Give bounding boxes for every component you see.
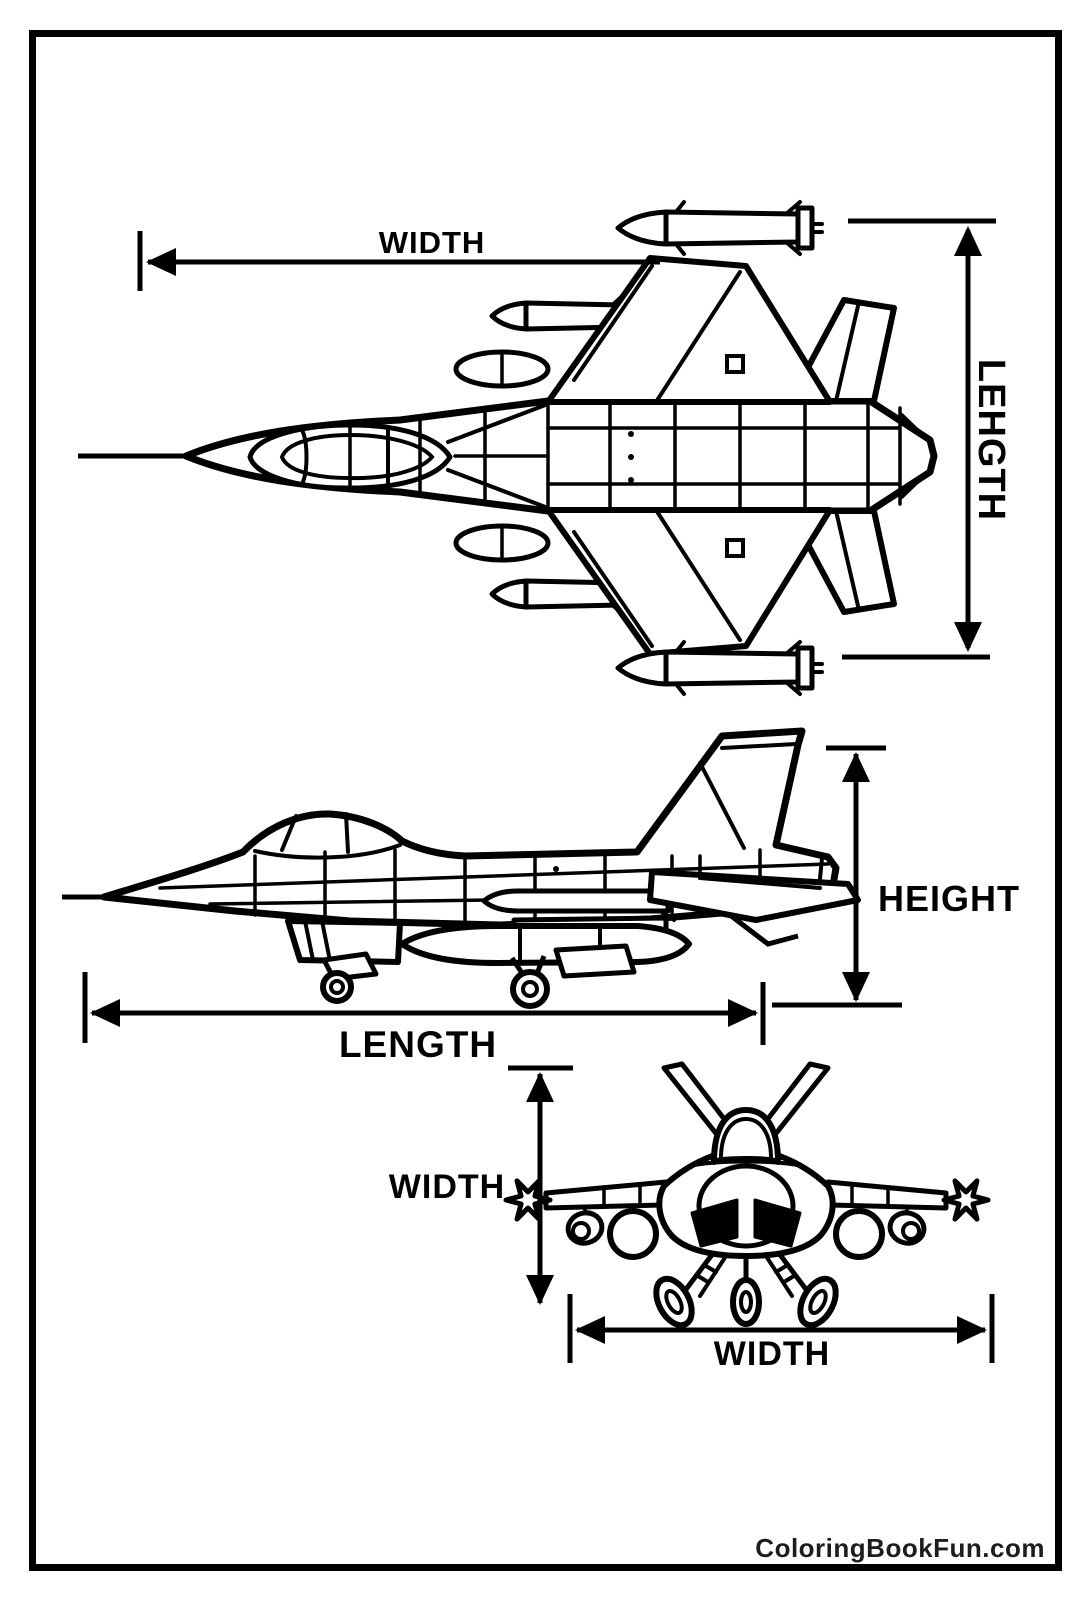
dim-height-label: HEIGHT [878,878,1020,919]
top-view-wingtip-missile-right [615,640,824,696]
dim-front-width-bottom: WIDTH [567,1294,995,1373]
dim-front-width-left: WIDTH [389,1065,573,1305]
jet-side-view [62,727,861,1009]
front-view-canopy [711,1107,781,1165]
side-view-nose-gear [285,918,403,1004]
side-view-canopy [253,812,402,860]
dim-top-width: WIDTH [137,225,660,291]
front-view-outboard-pods [565,1205,927,1246]
front-view-wingtip-star-left [503,1178,553,1222]
top-view-wingtip-missile-left [615,200,824,256]
dim-length-vertical-label: LEHGTH [970,359,1012,521]
dim-length-vertical: LEHGTH [842,218,1012,660]
site-watermark: ColoringBookFun.com [755,1533,1045,1563]
dim-length-bottom: LENGTH [82,972,766,1065]
jet-front-view [503,1061,991,1329]
top-view-panel-lines [348,399,932,513]
dim-front-width-left-label: WIDTH [389,1168,505,1206]
dim-length-bottom-label: LENGTH [339,1024,497,1065]
top-view-sensor-right [725,538,745,558]
top-view-wings [545,255,833,657]
side-view-main-gear [509,943,637,1009]
front-view-pod-right [833,1208,885,1260]
jet-top-view [78,200,938,696]
side-view-stabilizer [647,869,861,923]
front-view-intake-left [690,1198,739,1248]
top-view-sensor-left [725,354,745,374]
top-view-strakes [446,402,550,510]
top-view-underwing-stores [453,294,625,616]
dim-top-width-label: WIDTH [379,225,486,260]
side-view-ventral-fin [724,910,799,947]
front-view-intake-right [753,1198,802,1248]
dim-front-width-bottom-label: WIDTH [714,1335,830,1373]
front-view-wingtip-star-right [941,1178,991,1222]
page-border-frame [29,30,1062,1571]
front-view-radome [696,1163,796,1249]
front-view-pod-left [607,1208,659,1260]
front-view-landing-gear [653,1250,839,1329]
dim-height: HEIGHT [772,745,1020,1008]
